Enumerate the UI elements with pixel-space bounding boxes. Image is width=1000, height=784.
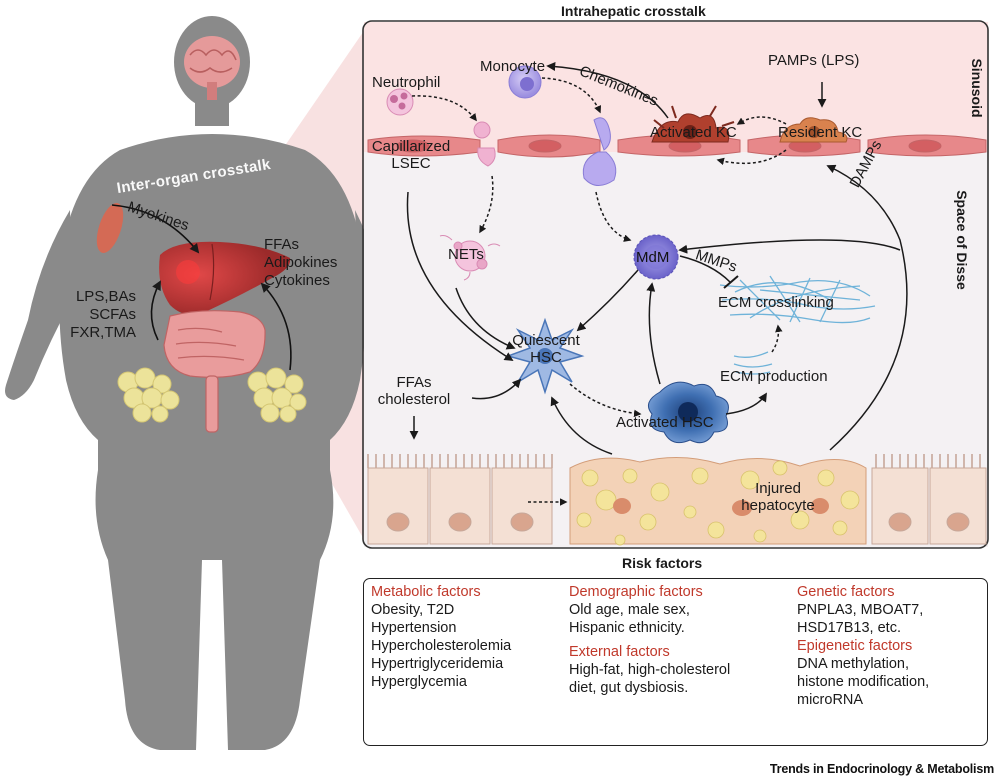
metabolic-item: Hypertension	[371, 620, 457, 636]
quiescent-hsc-label: Quiescent HSC	[506, 332, 586, 366]
arrow-adipose-liver	[260, 282, 292, 371]
lsec-label: Capillarized LSEC	[366, 138, 456, 172]
ecm-crosslinking-fibres	[719, 275, 876, 324]
neutrophil-label: Neutrophil	[372, 74, 441, 91]
monocyte-label: Monocyte	[480, 58, 546, 75]
ffas-label: FFAs	[396, 374, 432, 391]
genetic-item: PNPLA3, MBOAT7,	[797, 602, 924, 618]
epigenetic-item: histone modification,	[797, 674, 930, 690]
arrow-myokines	[111, 204, 200, 254]
arrow-gut-liver	[150, 280, 161, 341]
hepatocyte-layer	[367, 454, 987, 545]
space-of-disse-label: Space of Disse	[954, 190, 970, 290]
lsec-label-line2: LSEC	[391, 155, 431, 172]
metabolic-item: Hyperglycemia	[371, 674, 467, 690]
muscle	[96, 203, 124, 253]
demographic-item: Hispanic ethnicity.	[569, 620, 685, 636]
quiescent-hsc-line1: Quiescent	[512, 332, 580, 349]
genetic-item: HSD17B13, etc.	[797, 620, 901, 636]
activated-kc-cell	[651, 105, 735, 143]
adipose-tissue	[117, 367, 307, 423]
ecm-production-label: ECM production	[720, 368, 828, 385]
activated-kc-label: Activated KC	[650, 124, 737, 141]
metabolic-item: Hypercholesterolemia	[371, 638, 512, 654]
nets-structure	[439, 235, 501, 281]
adipose-signals-label: FFAs Adipokines Cytokines	[264, 236, 337, 290]
panel-border	[362, 20, 989, 549]
external-item: High-fat, high-cholesterol	[569, 662, 731, 678]
journal-footer: Trends in Endocrinology & Metabolism	[769, 762, 994, 776]
epigenetic-factors-title: Epigenetic factors	[797, 638, 913, 654]
demographic-factors-title: Demographic factors	[569, 584, 703, 600]
ecm-production-fibres	[733, 351, 773, 375]
epigenetic-item: microRNA	[797, 692, 864, 708]
neutrophil-cell	[386, 88, 414, 116]
demographic-external-column: Demographic factors Old age, male sex, H…	[569, 583, 730, 697]
liver	[159, 241, 291, 315]
risk-factors-title: Risk factors	[622, 555, 703, 571]
panel-arrows	[406, 62, 908, 506]
cholesterol-label: cholesterol	[377, 391, 451, 408]
sinusoid-label: Sinusoid	[969, 58, 985, 118]
adipose-signal-1: FFAs	[264, 236, 300, 253]
mdm-cell	[633, 234, 679, 280]
external-item: diet, gut dysbiosis.	[569, 680, 689, 696]
ffas-cholesterol-label: FFAs cholesterol	[368, 374, 460, 408]
monocyte-transmigrating	[582, 117, 617, 186]
quiescent-hsc-line2: HSC	[530, 349, 562, 366]
resident-kc-cell	[779, 117, 848, 143]
gut-signals-label: LPS,BAs SCFAs FXR,TMA	[44, 288, 136, 342]
gut-signal-3: FXR,TMA	[70, 324, 136, 341]
injured-hepatocyte-label: Injured hepatocyte	[728, 480, 828, 514]
metabolic-factors-title: Metabolic factors	[371, 584, 481, 600]
lsec-label-line1: Capillarized	[371, 138, 451, 155]
quiescent-hsc-cell	[505, 317, 585, 395]
gut-signal-2: SCFAs	[89, 306, 136, 323]
monocyte-cell	[508, 65, 542, 99]
intrahepatic-title: Intrahepatic crosstalk	[561, 3, 706, 19]
metabolic-item: Hypertriglyceridemia	[371, 656, 504, 672]
genetic-epigenetic-column: Genetic factors PNPLA3, MBOAT7, HSD17B13…	[797, 583, 929, 709]
brain	[184, 36, 240, 100]
intestines	[163, 310, 266, 433]
gut-signal-1: LPS,BAs	[75, 288, 136, 305]
resident-kc-label: Resident KC	[778, 124, 863, 141]
activated-hsc-cell	[647, 381, 729, 444]
metabolic-item: Obesity, T2D	[371, 602, 455, 618]
injured-hepatocyte-cells	[569, 457, 867, 546]
genetic-factors-title: Genetic factors	[797, 584, 895, 600]
ecm-crosslinking-label: ECM crosslinking	[718, 294, 834, 311]
pamps-label: PAMPs (LPS)	[768, 52, 860, 69]
injured-hepatocyte-line1: Injured	[755, 480, 801, 497]
adipose-signal-2: Adipokines	[264, 254, 338, 271]
mdm-label: MdM	[636, 249, 670, 266]
activated-hsc-label: Activated HSC	[616, 414, 714, 431]
metabolic-factors-column: Metabolic factors Obesity, T2D Hypertens…	[371, 583, 511, 691]
epigenetic-item: DNA methylation,	[797, 656, 910, 672]
neutrophil-transmigrating	[473, 121, 496, 167]
demographic-item: Old age, male sex,	[569, 602, 690, 618]
risk-factors-box: Metabolic factors Obesity, T2D Hypertens…	[363, 578, 988, 746]
injured-hepatocyte-line2: hepatocyte	[741, 497, 815, 514]
nets-label: NETs	[448, 246, 484, 263]
adipose-signal-3: Cytokines	[264, 272, 330, 289]
external-factors-title: External factors	[569, 644, 670, 660]
